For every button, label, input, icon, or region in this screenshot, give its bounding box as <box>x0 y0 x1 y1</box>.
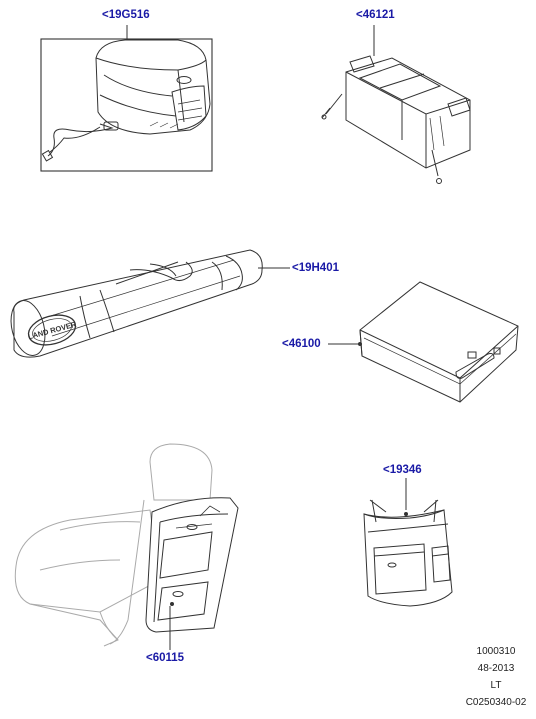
callout-46121-storage-box[interactable]: <46121 <box>356 9 395 21</box>
callout-19346-waste-bag[interactable]: <19346 <box>383 464 422 476</box>
callout-60115-seat-back-organiser[interactable]: <60115 <box>146 652 185 664</box>
reference-line-1: 1000310 <box>476 646 516 657</box>
waste-bag-illustration <box>363 478 453 607</box>
reference-line-3: LT <box>490 680 502 691</box>
callout-46100-first-aid-kit[interactable]: <46100 <box>282 338 321 350</box>
seat-back-organiser-illustration <box>14 443 239 650</box>
callout-19g516-cool-box[interactable]: <19G516 <box>102 9 150 21</box>
ski-bag-illustration <box>10 249 290 358</box>
reference-line-4: C0250340-02 <box>465 697 527 708</box>
first-aid-kit-illustration <box>328 281 519 403</box>
storage-box-illustration <box>321 25 471 184</box>
callout-19h401-ski-bag[interactable]: <19H401 <box>292 262 339 274</box>
reference-line-2: 48-2013 <box>477 663 515 674</box>
cool-box-illustration <box>40 25 213 172</box>
